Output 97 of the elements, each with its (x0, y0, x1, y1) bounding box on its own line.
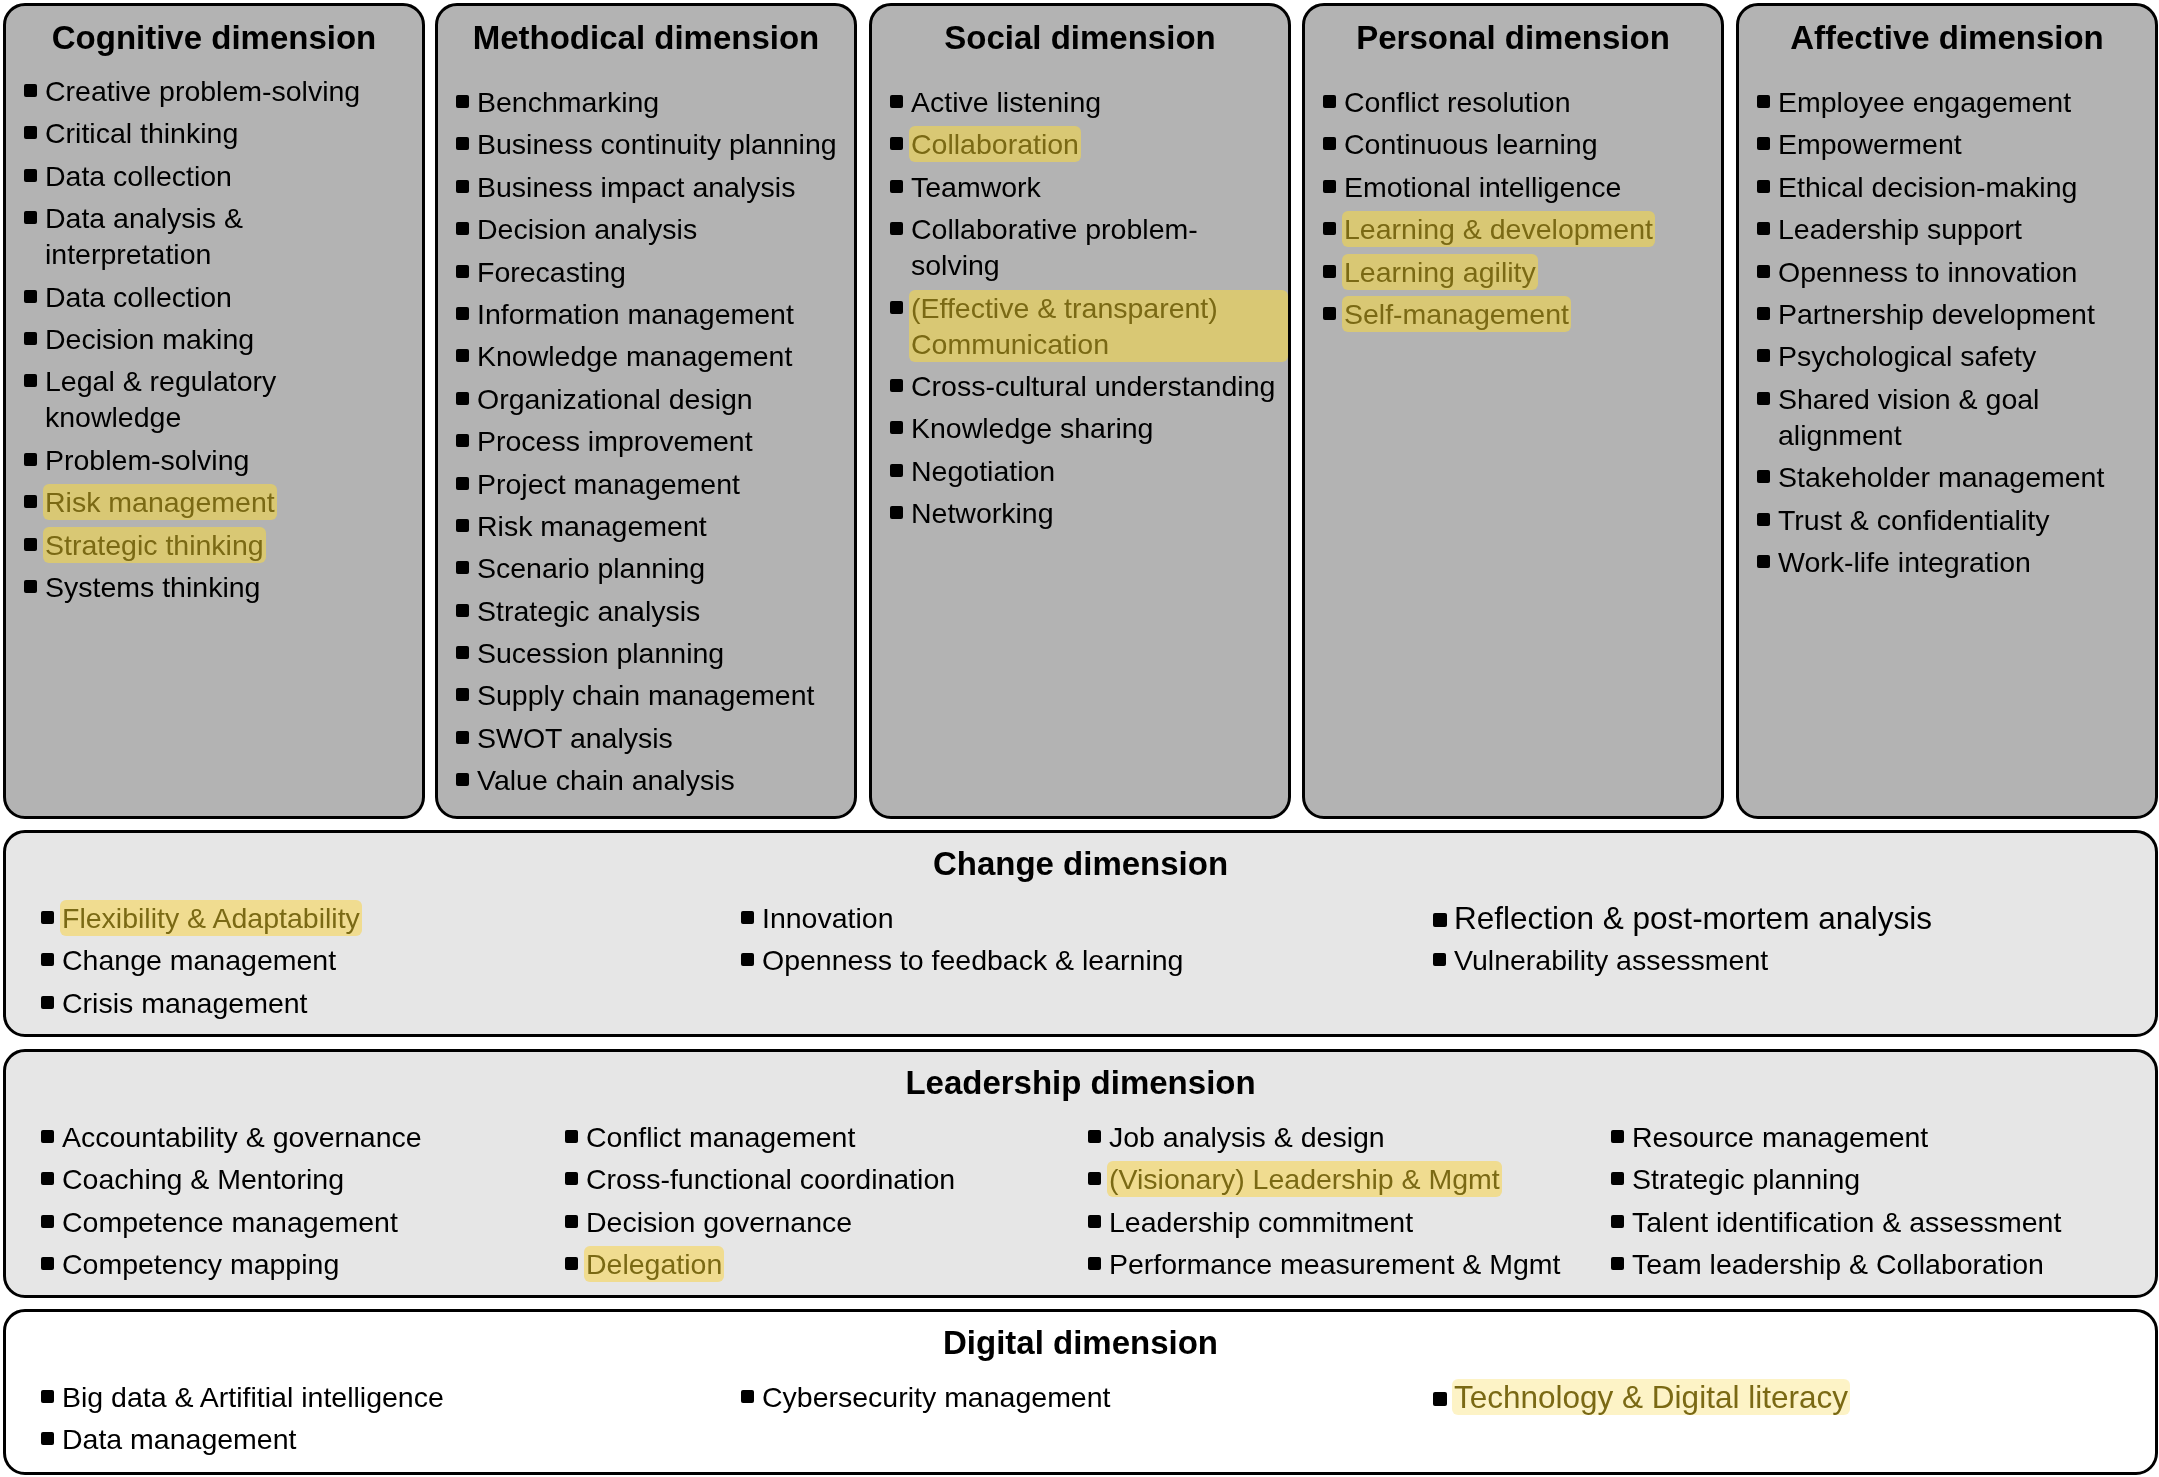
list-item: Collaborative problem-solving (911, 212, 1199, 284)
list-item: Coaching & Mentoring (62, 1162, 344, 1198)
list-item: Crisis management (62, 985, 308, 1021)
list-item: Risk management (477, 508, 707, 544)
list-item: Networking (911, 496, 1054, 532)
dimension-panel (3, 3, 425, 819)
list-item: Strategic planning (1632, 1162, 1861, 1198)
dimension-panel (869, 3, 1291, 819)
list-item: Competency mapping (62, 1247, 340, 1283)
highlighted-list-item: Strategic thinking (43, 526, 266, 563)
highlighted-list-item: (Effective & transparent) Communication (909, 289, 1288, 362)
list-item: Scenario planning (477, 551, 706, 587)
list-item: Knowledge management (477, 339, 793, 375)
list-item: Organizational design (477, 381, 753, 417)
list-item: Decision making (45, 321, 255, 357)
list-item: Knowledge sharing (911, 411, 1154, 447)
panel-heading: Change dimension (932, 844, 1229, 884)
list-item: Vulnerability assessment (1454, 943, 1769, 979)
list-item: Change management (62, 943, 337, 979)
list-item: Performance measurement & Mgmt (1109, 1247, 1561, 1283)
list-item: Cross-functional coordination (586, 1162, 956, 1198)
list-item: Talent identification & assessment (1632, 1204, 2062, 1240)
dimension-panel (435, 3, 857, 819)
list-item: Openness to innovation (1778, 254, 2078, 290)
list-item: Partnership development (1778, 296, 2095, 332)
list-item: Creative problem-solving (45, 74, 361, 109)
list-item: Team leadership & Collaboration (1632, 1247, 2044, 1283)
panel-heading: Affective dimension (1790, 18, 2104, 58)
list-item: Continuous learning (1344, 127, 1598, 163)
list-item: Cross-cultural understanding (911, 368, 1276, 404)
panel-heading: Digital dimension (943, 1323, 1218, 1363)
list-item: Employee engagement (1778, 85, 2072, 120)
highlighted-list-item: (Visionary) Leadership & Mgmt (1107, 1161, 1502, 1198)
list-item: Decision governance (586, 1204, 853, 1240)
list-item: Work-life integration (1778, 544, 2031, 580)
dimension-panel (3, 1049, 2158, 1298)
list-item: Sucession planning (477, 636, 725, 672)
list-item: Innovation (762, 901, 894, 936)
list-item: Benchmarking (477, 85, 660, 120)
dimension-panel (1302, 3, 1724, 819)
list-item: Trust & confidentiality (1778, 502, 2050, 538)
list-item: Shared vision & goal alignment (1778, 381, 2041, 453)
panel-heading: Cognitive dimension (51, 18, 377, 58)
list-item: Legal & regulatory knowledge (45, 364, 278, 436)
highlighted-list-item: Risk management (43, 484, 277, 521)
list-item: Data management (62, 1422, 297, 1458)
list-item: Value chain analysis (477, 763, 735, 799)
highlighted-list-item: Flexibility & Adaptability (60, 900, 362, 936)
list-item: Empowerment (1778, 127, 1962, 163)
list-item: Openness to feedback & learning (762, 943, 1184, 979)
list-item: Conflict management (586, 1120, 856, 1155)
list-item: Leadership commitment (1109, 1204, 1414, 1240)
list-item: Data collection (45, 279, 232, 315)
list-item: Data collection (45, 158, 232, 194)
list-item: Data analysis & interpretation (45, 201, 244, 273)
list-item: Big data & Artifitial intelligence (62, 1380, 444, 1415)
list-item: Accountability & governance (62, 1120, 422, 1155)
list-item: Problem-solving (45, 442, 250, 478)
list-item: Cybersecurity management (762, 1380, 1111, 1415)
highlighted-list-item: Delegation (584, 1246, 725, 1283)
list-item: Psychological safety (1778, 339, 2037, 375)
list-item: Resource management (1632, 1120, 1929, 1155)
panel-heading: Leadership dimension (905, 1063, 1256, 1103)
list-item: Information management (477, 296, 794, 332)
highlighted-list-item: Technology & Digital literacy (1452, 1379, 1850, 1415)
list-item: Business impact analysis (477, 169, 796, 205)
list-item: Stakeholder management (1778, 460, 2105, 496)
list-item: Forecasting (477, 254, 626, 290)
list-item: Emotional intelligence (1344, 169, 1622, 205)
dimension-panel (3, 1309, 2158, 1475)
list-item: Active listening (911, 85, 1102, 120)
list-item: Decision analysis (477, 212, 698, 248)
list-item: Strategic analysis (477, 593, 701, 629)
list-item: SWOT analysis (477, 720, 673, 756)
list-item: Job analysis & design (1109, 1120, 1385, 1155)
list-item: Business continuity planning (477, 127, 837, 163)
panel-heading: Social dimension (944, 18, 1216, 58)
list-item: Process improvement (477, 424, 753, 460)
list-item: Leadership support (1778, 212, 2022, 248)
list-item: Conflict resolution (1344, 85, 1571, 120)
highlighted-list-item: Self-management (1342, 295, 1571, 332)
list-item: Teamwork (911, 169, 1041, 205)
highlighted-list-item: Learning agility (1342, 253, 1538, 290)
panel-heading: Methodical dimension (472, 18, 820, 58)
list-item: Ethical decision-making (1778, 169, 2078, 205)
list-item: Reflection & post-mortem analysis (1454, 900, 1932, 936)
list-item: Supply chain management (477, 678, 815, 714)
dimension-panel (3, 830, 2158, 1037)
list-item: Project management (477, 466, 740, 502)
panel-heading: Personal dimension (1356, 18, 1670, 58)
list-item: Critical thinking (45, 116, 239, 152)
dimension-panel (1736, 3, 2158, 819)
list-item: Systems thinking (45, 569, 261, 605)
list-item: Competence management (62, 1204, 398, 1240)
list-item: Negotiation (911, 453, 1056, 489)
highlighted-list-item: Collaboration (909, 126, 1081, 163)
highlighted-list-item: Learning & development (1342, 211, 1655, 248)
